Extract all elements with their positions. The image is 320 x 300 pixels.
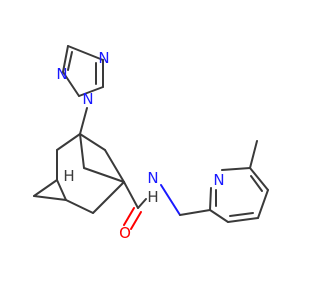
bond-n-ch2 xyxy=(160,184,181,216)
triazole-n4-label: N xyxy=(98,49,109,67)
triazole-n1-label: N xyxy=(82,90,93,108)
bond-c5-n1 xyxy=(62,45,69,73)
molecule-diagram: N N N H N H N O xyxy=(33,45,269,242)
bond-p5 xyxy=(227,217,259,223)
bond-a6 xyxy=(104,149,125,183)
amide-h-label: H xyxy=(147,188,158,206)
pyridine-ring xyxy=(209,140,269,223)
bond-p1 xyxy=(209,187,212,211)
bond-a3 xyxy=(79,133,85,169)
amide-group xyxy=(123,181,181,230)
structure-svg: N N N H N H N O xyxy=(33,45,269,242)
atom-labels: N N N H N H N O xyxy=(56,49,224,242)
adamantane-cage xyxy=(33,133,125,214)
bond-a11 xyxy=(56,179,67,201)
bond-n1-adamantane xyxy=(79,107,88,135)
bond-p-double-2 xyxy=(229,212,254,217)
bond-c3-n2-double xyxy=(67,51,73,71)
pyridine-n-label: N xyxy=(213,171,224,189)
bond-a10 xyxy=(92,181,125,214)
bond-carbonyl-n xyxy=(137,198,147,209)
bond-a9 xyxy=(65,199,94,214)
amide-n-label: N xyxy=(147,169,158,187)
bond-n4-c3 xyxy=(67,45,104,61)
bond-p6 xyxy=(209,209,229,223)
triazole-ring xyxy=(62,45,104,97)
bond-n2-n1 xyxy=(62,71,80,97)
bond-c-o-double-2 xyxy=(130,211,142,230)
bond-c-o-double-1 xyxy=(123,207,135,226)
bond-a5 xyxy=(33,179,58,197)
bond-p3 xyxy=(249,167,269,191)
amide-o-label: O xyxy=(119,224,131,242)
bond-p2 xyxy=(221,167,251,171)
bond-a7 xyxy=(83,167,125,183)
bond-n1-c5b xyxy=(78,86,104,97)
bond-ch2-pyridine xyxy=(179,209,211,216)
bond-methyl xyxy=(249,140,258,169)
bond-a8 xyxy=(33,195,67,201)
triazole-n2-label: N xyxy=(56,65,67,83)
bond-cage-carbonyl xyxy=(123,181,139,209)
adamantane-h-label: H xyxy=(63,167,74,185)
bond-p-double-1 xyxy=(250,175,263,192)
bond-a2 xyxy=(79,133,106,151)
bond-p4 xyxy=(257,189,269,219)
bond-a1 xyxy=(56,133,81,151)
